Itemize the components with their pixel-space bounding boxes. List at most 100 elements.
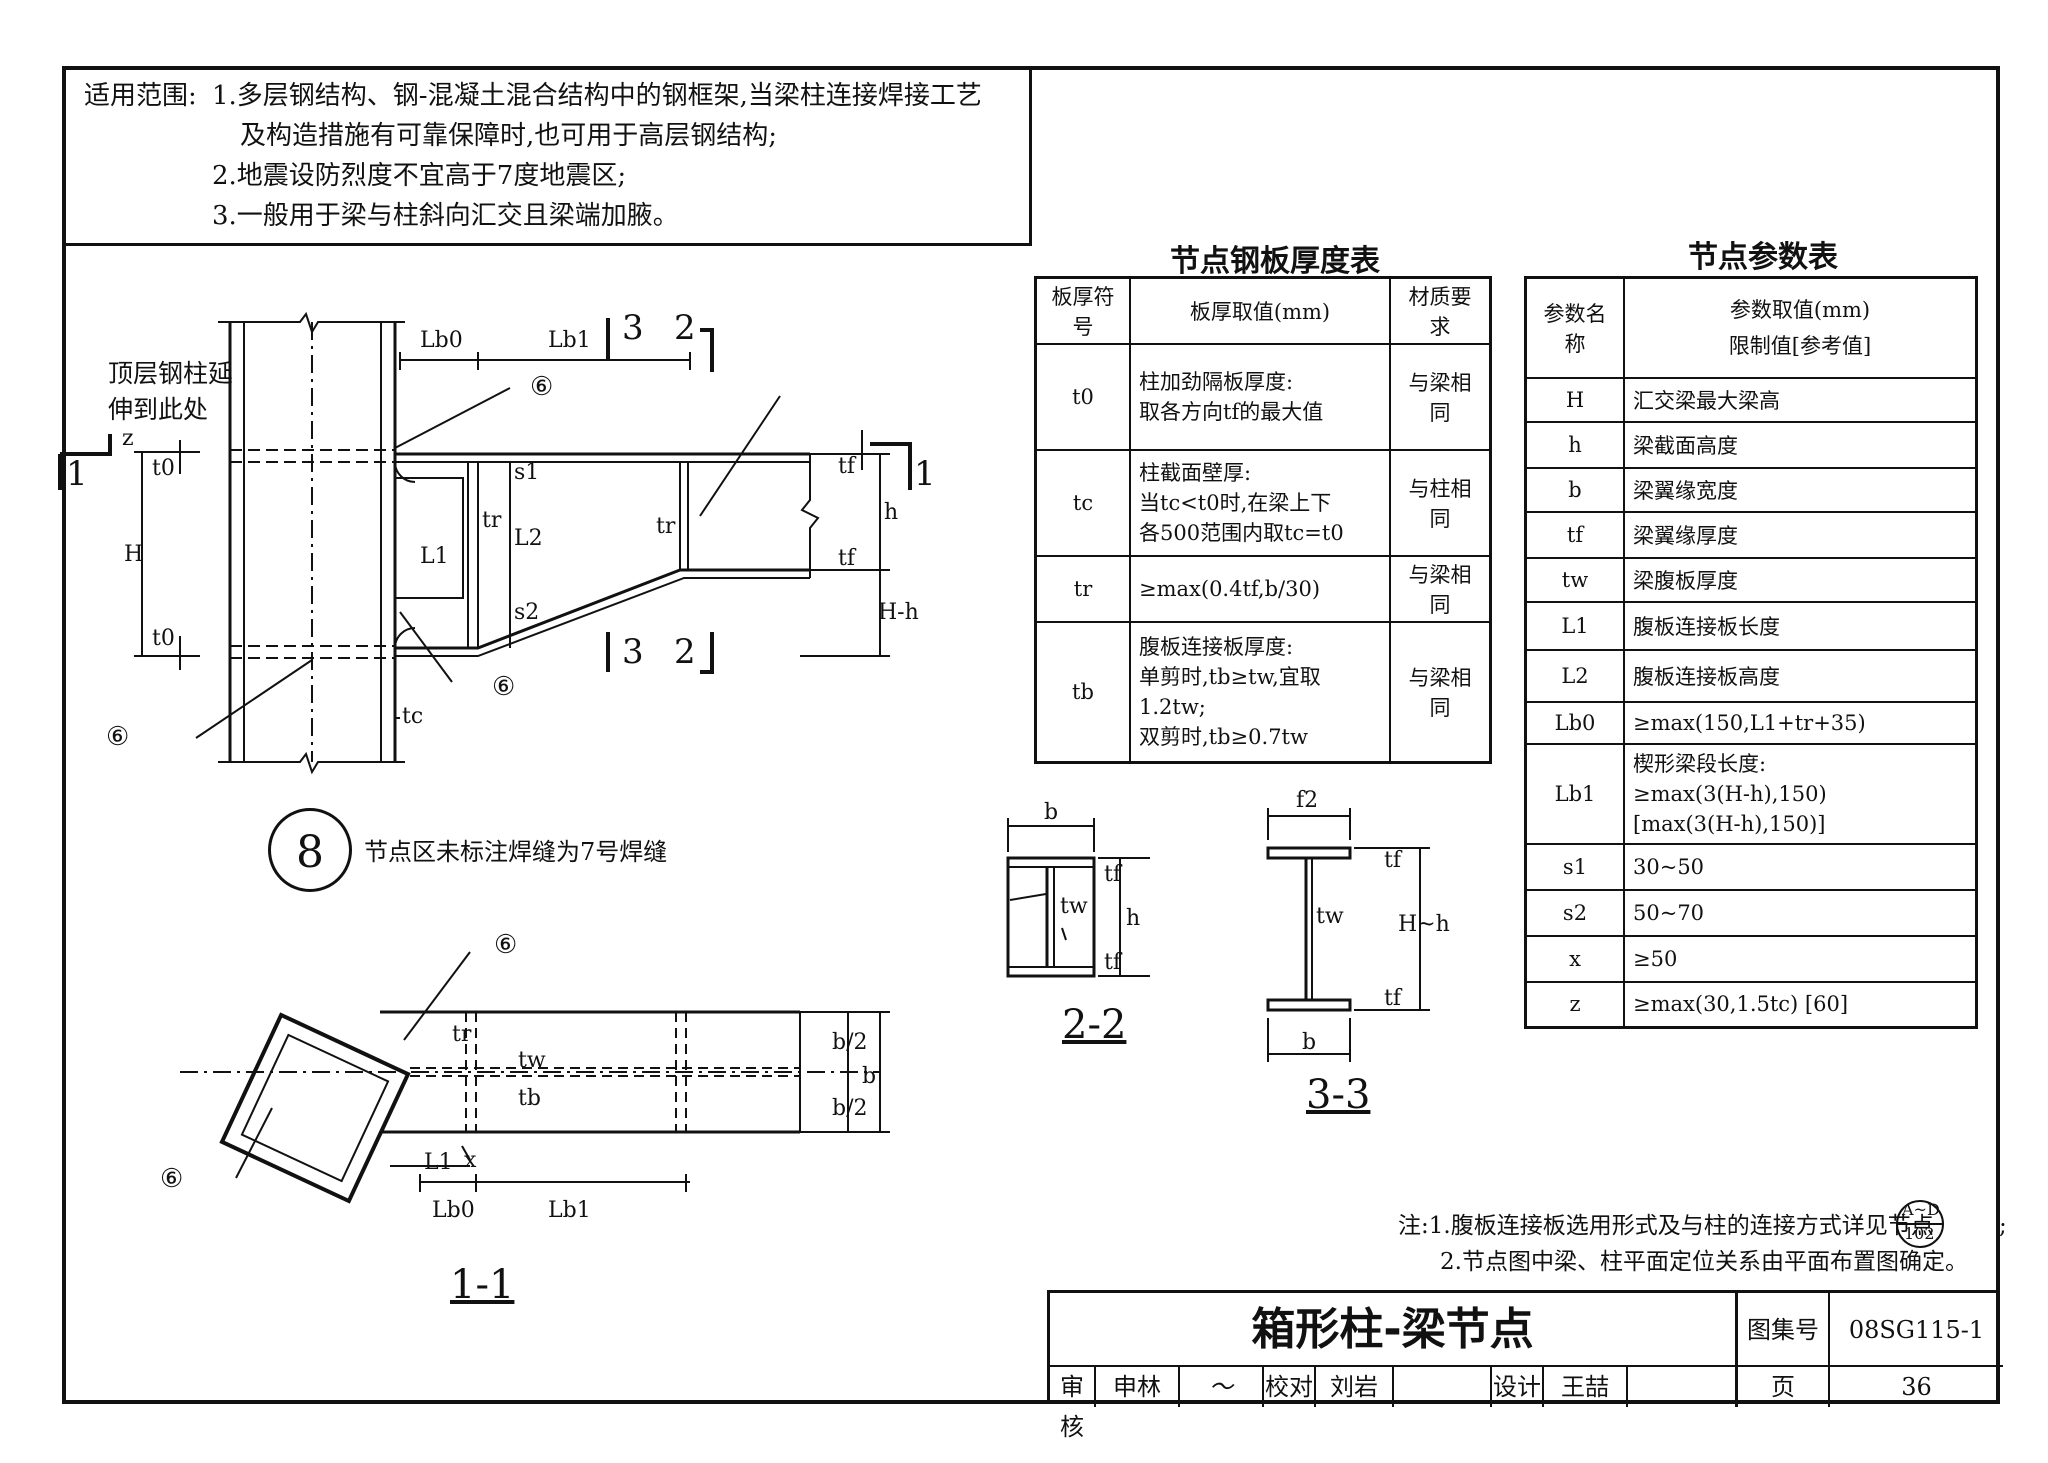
atlas-number: 08SG115-1 xyxy=(1830,1293,2003,1367)
designer-signature xyxy=(1628,1367,1738,1407)
param-name: x xyxy=(1524,934,1625,983)
checker-name: 刘岩 xyxy=(1316,1367,1394,1407)
section-2-top: 2 xyxy=(674,308,696,348)
sec11-l1-label: L1 xyxy=(424,1150,453,1175)
section-2-bottom: 2 xyxy=(674,632,696,672)
param-name: L2 xyxy=(1524,648,1625,703)
param-value: 梁翼缘厚度 xyxy=(1623,510,1978,559)
table-row: tr ≥max(0.4tf,b/30) 与梁相同 xyxy=(1034,555,1492,623)
elevation-view xyxy=(58,311,912,775)
weld-6-symbol: ⑥ xyxy=(492,672,516,702)
tr-label-1: tr xyxy=(482,508,502,533)
section-1-right: 1 xyxy=(914,454,936,494)
param-name: Lb1 xyxy=(1524,742,1625,845)
plate-header-symbol: 板厚符号 xyxy=(1034,276,1131,345)
sec33-b-label: b xyxy=(1302,1030,1317,1055)
atlas-label: 图集号 xyxy=(1738,1293,1830,1367)
plate-value-line: 腹板连接板厚度: xyxy=(1139,634,1294,659)
section-3-top: 3 xyxy=(622,308,644,348)
plate-value-line: ≥max(0.4tf,b/30) xyxy=(1129,555,1391,623)
param-value: [max(3(H-h),150)] xyxy=(1633,811,1826,836)
sec11-b2-label: b/2 xyxy=(832,1030,868,1055)
title-block: 箱形柱-梁节点 图集号 08SG115-1 审核 申林 〜 校对 刘岩 设计 王… xyxy=(1047,1290,2003,1441)
param-value: 梁翼缘宽度 xyxy=(1623,466,1978,513)
plate-value-line: 取各方向tf的最大值 xyxy=(1139,400,1324,424)
plate-material: 与梁相同 xyxy=(1389,555,1492,623)
sec33-hh-label: H~h xyxy=(1398,912,1450,937)
section-2-2 xyxy=(1006,818,1150,978)
reviewer-signature: 〜 xyxy=(1180,1367,1264,1407)
weld-6-symbol: ⑥ xyxy=(494,930,518,960)
sec11-tb-label: tb xyxy=(518,1086,541,1111)
param-value: ≥max(3(H-h),150) xyxy=(1633,781,1827,806)
sec11-lb1-label: Lb1 xyxy=(548,1198,591,1223)
plate-header-value: 板厚取值(mm) xyxy=(1129,276,1391,345)
plate-material: 与梁相同 xyxy=(1389,621,1492,763)
plate-symbol: t0 xyxy=(1034,343,1131,451)
sec33-f2-label: f2 xyxy=(1296,788,1319,813)
param-header-value-2: 限制值[参考值] xyxy=(1728,333,1872,358)
h-label: h xyxy=(884,500,899,525)
table-row: x≥50 xyxy=(1524,934,1978,983)
plate-value-line: 双剪时,tb≥0.7tw xyxy=(1139,724,1308,749)
param-name: s2 xyxy=(1524,888,1625,937)
plate-symbol: tb xyxy=(1034,621,1131,763)
sec22-b-label: b xyxy=(1044,800,1059,825)
param-name: tf xyxy=(1524,510,1625,559)
section-1-1 xyxy=(180,951,890,1204)
ref-bottom: 102 xyxy=(1904,1224,1935,1243)
column-ext-label-2: 伸到此处 xyxy=(108,395,209,424)
table-row: t0 柱加劲隔板厚度:取各方向tf的最大值 与梁相同 xyxy=(1034,343,1492,451)
sec33-title: 3-3 xyxy=(1306,1072,1371,1118)
sec22-tf-label: tf xyxy=(1104,950,1121,975)
param-value: ≥50 xyxy=(1623,934,1978,983)
plate-value-line: 各500范围内取tc=t0 xyxy=(1139,521,1344,545)
sec33-tf-label: tf xyxy=(1384,848,1401,873)
note-line-2: 2.节点图中梁、柱平面定位关系由平面布置图确定。 xyxy=(1440,1249,1968,1275)
tc-label: tc xyxy=(402,704,424,729)
notes: 注:1.腹板连接板选用形式及与柱的连接方式详见节点 ; 2.节点图中梁、柱平面定… xyxy=(1398,1208,2007,1280)
param-header-name: 参数名称 xyxy=(1524,276,1625,379)
review-label: 审核 xyxy=(1050,1367,1096,1441)
sec33-tf-label: tf xyxy=(1384,986,1401,1011)
scope-line-1: 1.多层钢结构、钢-混凝土混合结构中的钢框架,当梁柱连接焊接工艺 xyxy=(212,81,982,111)
table-row: Lb0≥max(150,L1+tr+35) xyxy=(1524,700,1978,745)
reviewer-name: 申林 xyxy=(1096,1367,1180,1407)
param-name: tw xyxy=(1524,556,1625,603)
sec22-title: 2-2 xyxy=(1062,1002,1127,1048)
sec11-b2-label: b/2 xyxy=(832,1096,868,1121)
tr-label-2: tr xyxy=(656,514,676,539)
t0-bottom-label: t0 xyxy=(152,626,175,651)
sec11-b-label: b xyxy=(862,1064,877,1089)
scope-heading: 适用范围: xyxy=(84,81,197,111)
sec11-tw-label: tw xyxy=(518,1048,546,1073)
param-value: 腹板连接板高度 xyxy=(1623,648,1978,703)
section-1-left: 1 xyxy=(66,454,88,494)
note-line-1-end: ; xyxy=(1999,1213,2007,1239)
sec11-x-label: x xyxy=(464,1148,477,1173)
sec22-h-label: h xyxy=(1126,906,1141,931)
table-row: tc 柱截面壁厚:当tc<t0时,在梁上下各500范围内取tc=t0 与柱相同 xyxy=(1034,449,1492,557)
param-value: ≥max(150,L1+tr+35) xyxy=(1623,700,1978,745)
table-row: z≥max(30,1.5tc) [60] xyxy=(1524,980,1978,1029)
param-value: 腹板连接板长度 xyxy=(1623,600,1978,651)
scope-line-3: 2.地震设防烈度不宜高于7度地震区; xyxy=(212,161,627,191)
param-name: H xyxy=(1524,376,1625,423)
plate-table-title: 节点钢板厚度表 xyxy=(1170,244,1380,279)
node-number-symbol: 8 xyxy=(268,808,352,892)
param-value: ≥max(30,1.5tc) [60] xyxy=(1623,980,1978,1029)
plate-header-material: 材质要求 xyxy=(1389,276,1492,345)
scope-line-2: 及构造措施有可靠保障时,也可用于高层钢结构; xyxy=(240,121,778,151)
l2-label: L2 xyxy=(514,526,543,551)
page-number: 36 xyxy=(1901,1373,1932,1401)
page-label: 页 xyxy=(1738,1367,1830,1407)
